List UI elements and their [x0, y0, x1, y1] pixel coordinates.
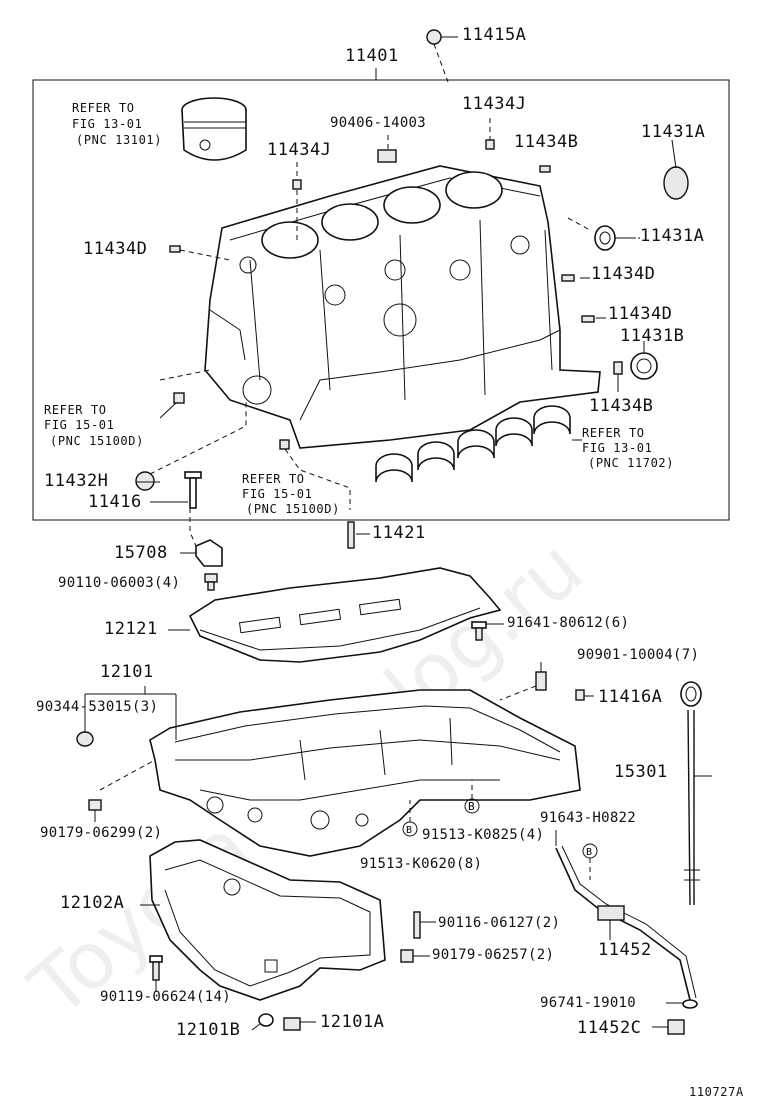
label-90119-06624: 90119-06624(14): [100, 989, 231, 1005]
pin-11434D-mid-icon: [561, 274, 575, 282]
marker-b2: B: [402, 800, 418, 837]
label-11432H: 11432H: [44, 471, 109, 491]
refer-fig15-01-line3: (PNC 15100D): [50, 434, 144, 448]
label-11431A-mid: 11431A: [640, 226, 705, 246]
bracket-15708-icon: [180, 508, 223, 567]
piston-icon: [181, 97, 247, 161]
label-90344-53015: 90344-53015(3): [36, 699, 159, 715]
bolt-90119-icon: [149, 955, 163, 992]
refer-fig15-01b-line2: FIG 15-01: [242, 487, 313, 501]
label-90179-06299: 90179-06299(2): [40, 825, 163, 841]
cap-11452C-icon: [652, 1019, 685, 1035]
label-12121: 12121: [104, 619, 158, 639]
stud-11421-icon: [347, 521, 370, 549]
label-15301: 15301: [614, 762, 668, 782]
label-91641-80612: 91641-80612(6): [507, 615, 630, 631]
figure-code: 110727A: [689, 1085, 744, 1099]
dipstick-15301-icon: [680, 681, 712, 906]
plug-11432H-icon: [135, 400, 247, 491]
label-12101B: 12101B: [176, 1020, 241, 1040]
label-11431B: 11431B: [620, 326, 685, 346]
refer-fig15-01-line1: REFER TO: [44, 403, 107, 417]
washer-12101B-icon: [251, 1013, 274, 1031]
oil-pipe-11452-icon: [555, 830, 697, 1001]
plug-11431B-icon: [630, 341, 658, 380]
plug-90344-icon: [76, 731, 94, 747]
refer-fig15-01-line2: FIG 15-01: [44, 418, 115, 432]
part-11415A-icon: [426, 29, 458, 83]
oring-96741-icon: [666, 999, 698, 1009]
label-11452: 11452: [598, 940, 652, 960]
marker-b1: B: [464, 780, 480, 814]
refer-fig13-01-line1: REFER TO: [72, 101, 135, 115]
label-96741-19010: 96741-19010: [540, 995, 637, 1011]
refer-fig15-01b-line3: (PNC 15100D): [246, 502, 340, 516]
label-91513-K0825: 91513-K0825(4): [422, 827, 545, 843]
marker-b3: B: [582, 843, 598, 880]
pin-11434B-bottom-icon: [613, 361, 623, 392]
label-11434D-left: 11434D: [83, 239, 148, 259]
pin-bottom-block-icon: [279, 439, 351, 510]
svg-text:B: B: [586, 847, 592, 858]
label-12101A: 12101A: [320, 1012, 385, 1032]
bearing-set-icon: [375, 405, 582, 483]
stud-90116-icon: [413, 911, 436, 939]
pin-11434D-left-icon: [169, 245, 231, 261]
plug-90179-06257-icon: [400, 949, 430, 963]
label-11434J-top: 11434J: [462, 94, 527, 114]
baffle-plate-12121-icon: [168, 567, 502, 663]
label-91643-H0822: 91643-H0822: [540, 810, 637, 826]
pin-left-block-icon: [159, 369, 211, 419]
pin-11434J-top-icon: [485, 118, 495, 150]
cylinder-block-icon: [204, 165, 601, 449]
refer-fig13-01-line3: (PNC 13101): [76, 133, 163, 147]
label-11434J-left: 11434J: [267, 140, 332, 160]
svg-text:B: B: [406, 825, 412, 836]
label-90901-10004: 90901-10004(7): [577, 647, 700, 663]
pin-11434B-top-icon: [539, 165, 551, 173]
label-12101: 12101: [100, 662, 154, 682]
refer-fig15-01b-line1: REFER TO: [242, 472, 305, 486]
label-90406-14003: 90406-14003: [330, 115, 427, 131]
label-11416A: 11416A: [598, 687, 663, 707]
label-90110-06003: 90110-06003(4): [58, 575, 181, 591]
label-15708: 15708: [114, 543, 168, 563]
refer-fig13-01b-line3: (PNC 11702): [588, 456, 675, 470]
label-11421: 11421: [372, 523, 426, 543]
label-11452C: 11452C: [577, 1018, 642, 1038]
label-11434B-bottom: 11434B: [589, 396, 654, 416]
plug-11431A-top-icon: [663, 139, 689, 200]
pin-11416A-icon: [575, 689, 594, 701]
label-11431A-top: 11431A: [641, 122, 706, 142]
label-91513-K0620: 91513-K0620(8): [360, 856, 483, 872]
plug-11431A-mid-icon: [567, 217, 636, 251]
bolt-90901-icon: [499, 662, 547, 701]
label-11434D-right: 11434D: [608, 304, 673, 324]
refer-fig13-01-line2: FIG 13-01: [72, 117, 143, 131]
pin-11434D-right-icon: [581, 315, 595, 323]
plug-90179-06299-icon: [88, 759, 156, 822]
plug-90406-icon: [377, 135, 397, 163]
label-11416: 11416: [88, 492, 142, 512]
svg-text:B: B: [468, 800, 475, 813]
label-90179-06257: 90179-06257(2): [432, 947, 555, 963]
label-11415A: 11415A: [462, 25, 527, 45]
bolt-91641-icon: [471, 621, 504, 641]
label-12102A: 12102A: [60, 893, 125, 913]
oil-pan-lower-12102A-icon: [149, 839, 386, 1001]
label-11434D-mid: 11434D: [591, 264, 656, 284]
label-11401: 11401: [345, 46, 399, 66]
bolt-11416-icon: [150, 471, 202, 509]
cylinder-block-frame: [32, 79, 730, 521]
label-11434B-top: 11434B: [514, 132, 579, 152]
bolt-90110-icon: [204, 573, 218, 591]
pin-11434J-left-icon: [292, 162, 302, 240]
plug-12101A-icon: [283, 1017, 316, 1031]
refer-fig13-01b-line2: FIG 13-01: [582, 441, 653, 455]
label-90116-06127: 90116-06127(2): [438, 915, 561, 931]
refer-fig13-01b-line1: REFER TO: [582, 426, 645, 440]
